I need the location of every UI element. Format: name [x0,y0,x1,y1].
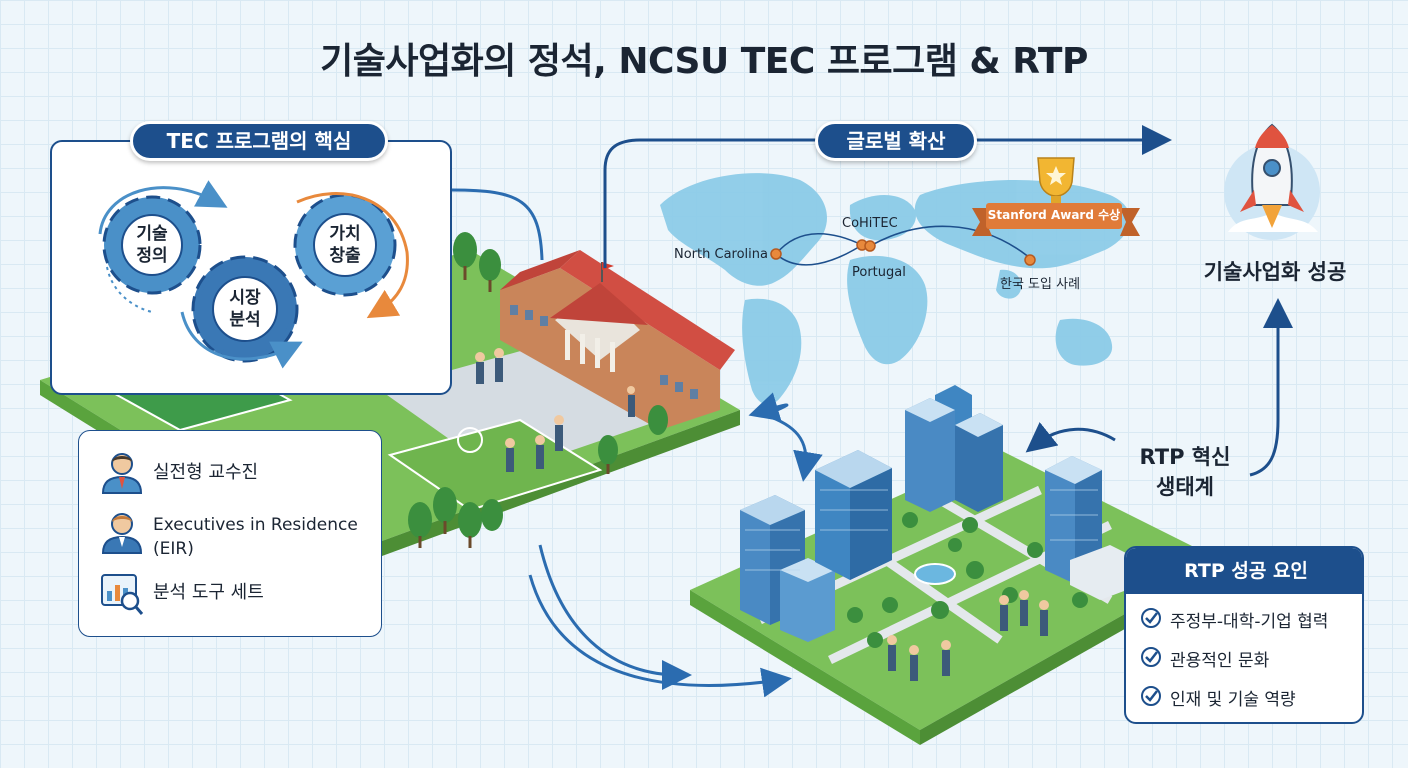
rtp-ecosystem-line2: 생태계 [1156,475,1214,499]
global-heading: 글로벌 확산 [815,121,977,161]
gear-market-icon [191,255,299,363]
page-title: 기술사업화의 정석, NCSU TEC 프로그램 & RTP [320,41,1088,82]
rtp-factors-heading: RTP 성공 요인 [1126,548,1362,594]
rtp-buildings [740,385,1140,642]
gear-market-line1: 시장 [229,288,261,308]
check-icon [1140,607,1162,629]
rtp-ecosystem-label: RTP 혁신 생태계 [1125,442,1245,502]
gear-value-line1: 가치 [329,224,361,244]
map-label-cohitec: CoHiTEC [842,216,898,231]
factor-collaboration: 주정부-대학-기업 협력 [1170,612,1329,632]
map-connections [775,225,1031,266]
rtp-factors-card: RTP 성공 요인 주정부-대학-기업 협력 관용적인 문화 인재 및 기술 역… [1124,546,1364,724]
rtp-ecosystem-line1: RTP 혁신 [1139,445,1231,469]
factor-culture: 관용적인 문화 [1170,651,1270,671]
trophy-icon [1037,157,1075,210]
analysis-tools-icon [101,574,144,615]
factor-talent: 인재 및 기술 역량 [1170,690,1296,710]
award-ribbon [972,203,1140,236]
map-label-north-carolina: North Carolina [674,247,768,262]
gear-technology-icon [102,195,202,295]
gear-market-line2: 분석 [229,310,261,330]
success-label: 기술사업화 성공 [1203,260,1347,284]
campus-people [475,348,635,472]
gear-technology-line2: 정의 [136,246,168,266]
university-building [500,250,735,430]
check-icon [1140,646,1162,668]
flow-arrows [451,125,1293,698]
gear-value-line2: 창출 [329,246,361,266]
gears-illustration [98,180,409,369]
gear-value-icon [293,193,397,297]
campus-trees [408,232,668,548]
gear-technology-line1: 기술 [136,224,168,244]
map-markers [770,239,1036,266]
award-label: Stanford Award 수상 [987,208,1121,222]
rtp-people [887,590,1049,681]
rocket-icon [1224,123,1320,240]
professor-icon [101,453,143,494]
tec-core-card: 기술 정의 시장 분석 가치 창출 [50,140,452,395]
resource-tools: 분석 도구 세트 [153,582,264,603]
map-label-portugal: Portugal [852,265,906,280]
check-icon [1140,685,1162,707]
executive-icon [101,513,143,554]
resource-eir: Executives in Residence (EIR) [153,515,358,559]
resources-card: 실전형 교수진 Executives in Residence (EIR) 분석… [78,430,382,637]
tec-core-heading: TEC 프로그램의 핵심 [130,121,388,161]
map-label-korea: 한국 도입 사례 [1000,277,1081,292]
rtp-trees [847,512,1088,648]
resource-professors: 실전형 교수진 [153,462,259,483]
